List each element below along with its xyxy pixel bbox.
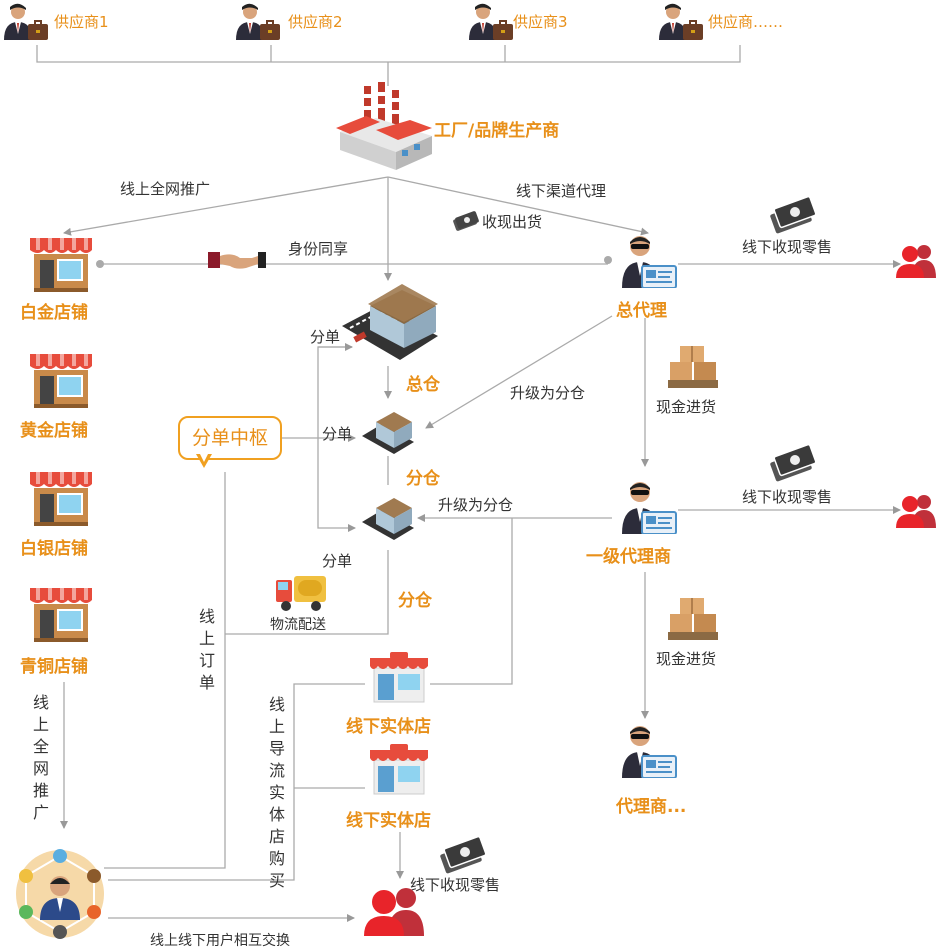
offline-store-2-label: 线下实体店	[346, 811, 431, 831]
branch-warehouse-2-label: 分仓	[398, 591, 432, 611]
cash-icon	[440, 835, 487, 874]
users-icon	[896, 245, 936, 278]
truck-icon	[276, 576, 326, 611]
cash-icon	[770, 443, 817, 482]
branch-warehouse-1-label: 分仓	[406, 469, 440, 489]
store-icon	[30, 354, 92, 408]
supplier-icon	[659, 3, 703, 40]
agent-icon	[622, 236, 677, 288]
level1-agent-label: 一级代理商	[586, 547, 671, 567]
factory-icon	[336, 82, 432, 170]
branch-warehouse-icon	[362, 498, 414, 540]
users-icon	[896, 495, 936, 528]
general-agent-label: 总代理	[616, 301, 667, 321]
edge-offline-retail-3: 线下收现零售	[410, 876, 501, 894]
store-icon	[30, 238, 92, 292]
edge-offline-channel: 线下渠道代理	[516, 182, 607, 200]
agent-icon	[622, 726, 677, 778]
factory-label: 工厂/品牌生产商	[434, 121, 560, 141]
edge-split-2: 分单	[322, 425, 353, 443]
edge-logistics: 物流配送	[270, 617, 326, 633]
store-gold-label: 黄金店铺	[20, 421, 88, 441]
shop-icon	[370, 744, 428, 795]
edge-offline-retail-1: 线下收现零售	[742, 238, 833, 256]
edge-cash-purchase-2: 现金进货	[656, 650, 717, 668]
branch-warehouse-icon	[362, 412, 414, 454]
edge-online-order-vertical: 线上订单	[198, 607, 215, 692]
supplier-more-label: 供应商……	[708, 13, 784, 31]
supplier-3-label: 供应商3	[513, 13, 568, 31]
main-warehouse-icon	[342, 284, 438, 360]
handshake-icon	[208, 252, 266, 269]
store-platinum-label: 白金店铺	[20, 303, 88, 323]
store-icon	[30, 588, 92, 642]
edge-online-guide-vertical: 线上导流实体店购买	[268, 695, 285, 890]
boxes-icon	[668, 346, 718, 388]
split-hub-bubble: 分单中枢	[178, 416, 282, 460]
supplier-icon	[469, 3, 513, 40]
split-hub-tail-inner	[199, 452, 209, 462]
boxes-icon	[668, 598, 718, 640]
edge-identity-share: 身份同享	[288, 240, 349, 258]
edge-cash-purchase-1: 现金进货	[656, 398, 717, 416]
store-bronze-label: 青铜店铺	[20, 657, 88, 677]
edge-online-promo: 线上全网推广	[120, 180, 211, 198]
edge-cash-shipment: 收现出货	[482, 213, 543, 231]
edge-user-exchange: 线上线下用户相互交换	[150, 933, 290, 949]
shop-icon	[370, 652, 428, 703]
users-icon	[364, 888, 424, 936]
cash-icon	[770, 195, 817, 234]
edge-online-promo-vertical: 线上全网推广	[32, 693, 49, 822]
edge-upgrade-1: 升级为分仓	[510, 384, 586, 402]
store-silver-label: 白银店铺	[20, 539, 88, 559]
edge-offline-retail-2: 线下收现零售	[742, 488, 833, 506]
edge-upgrade-2: 升级为分仓	[438, 496, 514, 514]
offline-store-1-label: 线下实体店	[346, 717, 431, 737]
edge-split-3: 分单	[322, 552, 353, 570]
agent-icon	[622, 482, 677, 534]
supplier-2-label: 供应商2	[288, 13, 343, 31]
supplier-1-label: 供应商1	[54, 13, 109, 31]
user-network-icon	[16, 849, 104, 939]
more-agents-label: 代理商...	[616, 797, 687, 817]
cash-icon	[453, 211, 479, 231]
main-warehouse-label: 总仓	[406, 375, 440, 395]
supplier-icon	[4, 3, 48, 40]
store-icon	[30, 472, 92, 526]
edge-split-1: 分单	[310, 328, 341, 346]
supplier-icon	[236, 3, 280, 40]
